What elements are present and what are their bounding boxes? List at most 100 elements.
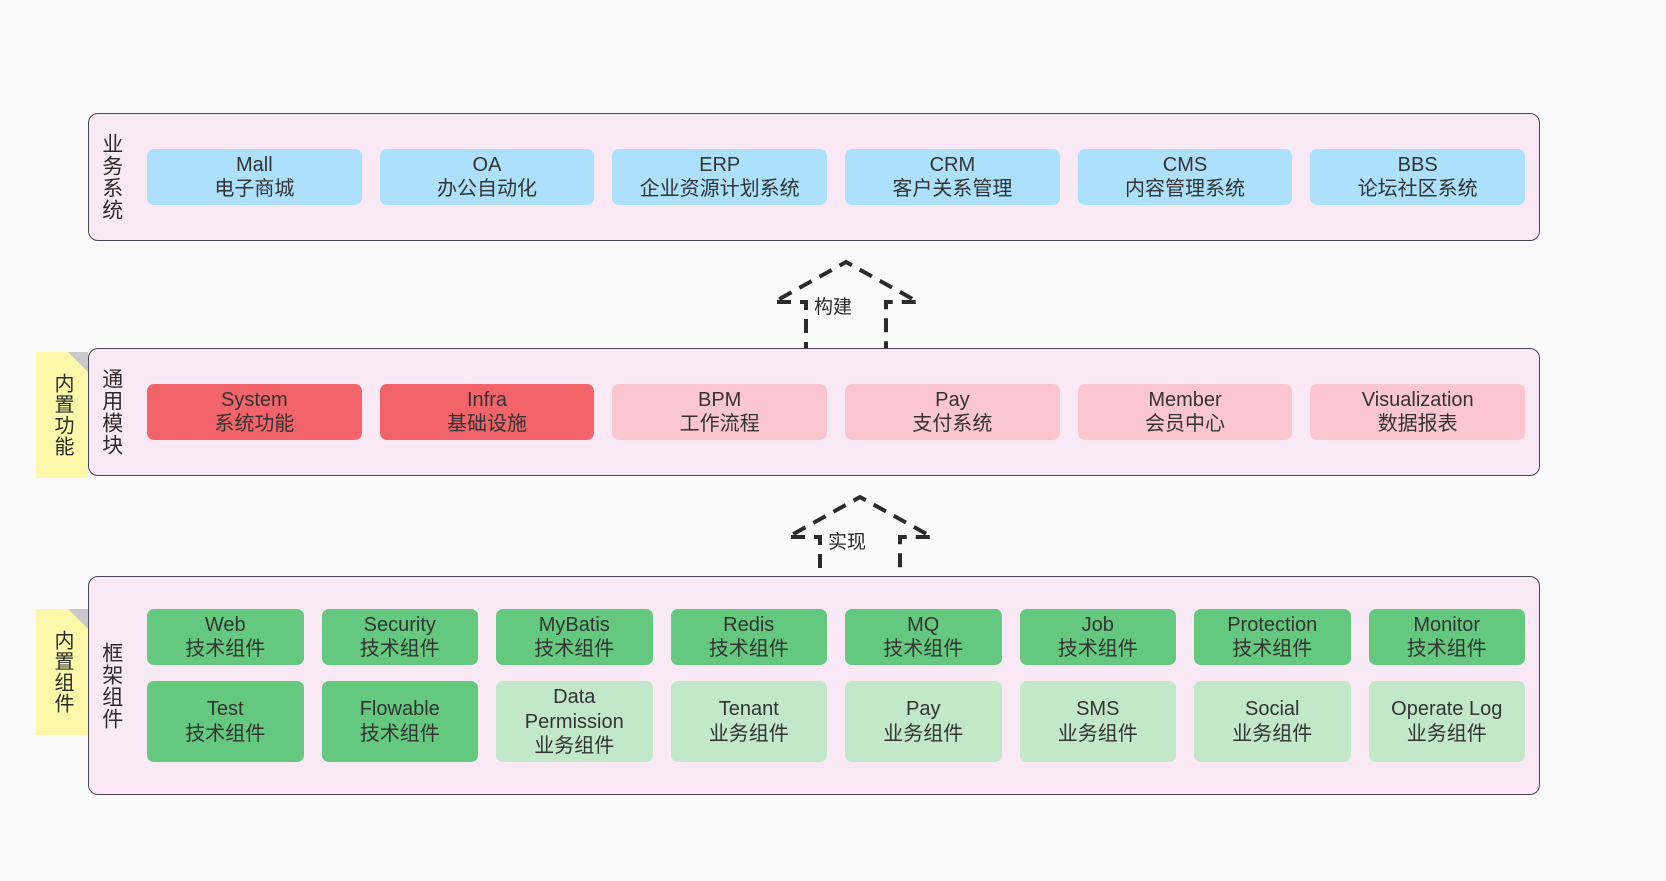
module-card-title: BBS [1397,153,1438,176]
layer-framework-row-technical: Web 技术组件 Security 技术组件 MyBatis 技术组件 Redi… [147,608,1525,666]
module-card-title: Visualization [1361,388,1474,411]
module-card-subtitle: 业务组件 [1406,722,1487,745]
module-card-mq[interactable]: MQ 技术组件 [845,608,1002,666]
module-card-subtitle: 技术组件 [359,637,440,660]
module-card-subtitle: 业务组件 [534,735,615,758]
module-card-subtitle: 论坛社区系统 [1357,178,1478,200]
module-card-title: Operate Log [1391,698,1503,721]
layer-framework-row-business: Test 技术组件 Flowable 技术组件 Data Permission … [147,681,1525,763]
module-card-redis[interactable]: Redis 技术组件 [670,608,827,666]
module-card-crm[interactable]: CRM 客户关系管理 [845,148,1060,206]
module-card-cms[interactable]: CMS 内容管理系统 [1077,148,1293,206]
module-card-title: Tenant [718,698,779,721]
module-card-monitor[interactable]: Monitor 技术组件 [1368,608,1525,666]
module-card-erp[interactable]: ERP 企业资源计划系统 [612,148,828,206]
layer-common-modules: 通用模块 System 系统功能 Infra 基础设施 BPM 工作流程 Pay… [88,348,1540,476]
module-card-title: Social [1245,698,1300,721]
module-card-title: CRM [929,153,976,176]
module-card-social[interactable]: Social 业务组件 [1194,681,1351,763]
note-builtin-features-text: 内置功能 [51,373,73,457]
module-card-security[interactable]: Security 技术组件 [321,608,478,666]
layer-common-modules-body: System 系统功能 Infra 基础设施 BPM 工作流程 Pay 支付系统… [133,349,1539,475]
layer-business-body: Mall 电子商城 OA 办公自动化 ERP 企业资源计划系统 CRM 客户关系… [133,114,1539,240]
layer-business: 业务系统 Mall 电子商城 OA 办公自动化 ERP 企业资源计划系统 CRM… [88,113,1540,241]
module-card-subtitle: 数据报表 [1377,413,1458,435]
module-card-title: Security [363,613,436,636]
module-card-data-permission[interactable]: Data Permission 业务组件 [496,681,653,763]
module-card-title: Infra [466,388,508,411]
module-card-system[interactable]: System 系统功能 [147,383,362,441]
connector-build: 构建 [756,256,936,356]
layer-business-row: Mall 电子商城 OA 办公自动化 ERP 企业资源计划系统 CRM 客户关系… [147,148,1526,206]
module-card-pay-business[interactable]: Pay 业务组件 [845,681,1002,763]
connector-implement: 实现 [770,491,950,591]
module-card-subtitle: 技术组件 [1057,637,1138,660]
build-arrow-shape [766,259,926,356]
module-card-title: CMS [1162,153,1208,176]
module-card-title: Redis [723,613,775,636]
module-card-subtitle: 办公自动化 [437,178,537,200]
module-card-oa[interactable]: OA 办公自动化 [379,148,595,206]
module-card-subtitle: 技术组件 [534,637,615,660]
module-card-title: Monitor [1413,613,1481,636]
module-card-subtitle: 企业资源计划系统 [639,178,800,200]
module-card-subtitle: 基础设施 [447,413,527,435]
layer-common-modules-label: 通用模块 [99,368,123,456]
module-card-pay[interactable]: Pay 支付系统 [845,383,1060,441]
module-card-protection[interactable]: Protection 技术组件 [1194,608,1351,666]
note-builtin-components-text: 内置组件 [51,630,73,714]
connector-implement-label: 实现 [826,527,869,554]
module-card-title: MQ [907,613,940,636]
module-card-title: System [220,388,288,411]
connector-build-label: 构建 [812,292,855,319]
module-card-title: ERP [699,153,741,176]
module-card-subtitle: 业务组件 [883,722,964,745]
module-card-title: Flowable [359,698,440,721]
module-card-subtitle: 支付系统 [912,413,993,435]
module-card-title: Mall [236,153,273,176]
module-card-subtitle: 电子商城 [214,178,295,200]
module-card-tenant[interactable]: Tenant 业务组件 [670,681,827,763]
module-card-title: SMS [1076,698,1120,721]
module-card-title: Pay [935,388,970,411]
module-card-subtitle: 技术组件 [883,637,964,660]
module-card-flowable[interactable]: Flowable 技术组件 [321,681,478,763]
layer-framework-components-label: 框架组件 [99,641,123,730]
module-card-bbs[interactable]: BBS 论坛社区系统 [1310,148,1526,206]
module-card-test[interactable]: Test 技术组件 [147,681,304,763]
note-builtin-components: 内置组件 [36,609,88,735]
implement-arrow-shape [780,494,940,591]
module-card-subtitle: 技术组件 [1406,637,1487,660]
module-card-mybatis[interactable]: MyBatis 技术组件 [496,608,653,666]
layer-framework-components: 框架组件 Web 技术组件 Security 技术组件 MyBatis 技术组件… [88,576,1540,795]
module-card-title: Web [204,613,246,636]
module-card-subtitle: 技术组件 [708,637,789,660]
layer-business-label: 业务系统 [99,133,123,221]
module-card-web[interactable]: Web 技术组件 [147,608,304,666]
module-card-subtitle: 内容管理系统 [1125,178,1246,200]
module-card-title: Test [206,698,244,721]
module-card-subtitle: 技术组件 [185,637,266,660]
module-card-member[interactable]: Member 会员中心 [1077,383,1293,441]
module-card-subtitle: 业务组件 [1232,722,1313,745]
layer-framework-components-body: Web 技术组件 Security 技术组件 MyBatis 技术组件 Redi… [133,577,1539,794]
module-card-subtitle: 客户关系管理 [892,178,1013,200]
module-card-sms[interactable]: SMS 业务组件 [1019,681,1176,763]
module-card-visualization[interactable]: Visualization 数据报表 [1310,383,1526,441]
module-card-title: Protection [1227,613,1318,636]
module-card-subtitle: 业务组件 [1057,722,1138,745]
module-card-mall[interactable]: Mall 电子商城 [147,148,362,206]
module-card-operate-log[interactable]: Operate Log 业务组件 [1368,681,1525,763]
module-card-subtitle: 技术组件 [1232,637,1313,660]
module-card-infra[interactable]: Infra 基础设施 [379,383,595,441]
module-card-subtitle: 会员中心 [1145,413,1226,435]
layer-common-modules-row: System 系统功能 Infra 基础设施 BPM 工作流程 Pay 支付系统… [147,383,1526,441]
module-card-job[interactable]: Job 技术组件 [1019,608,1176,666]
module-card-subtitle: 业务组件 [708,722,789,745]
module-card-title: Pay [906,698,941,721]
module-card-title: OA [472,153,502,176]
module-card-subtitle: 系统功能 [214,413,295,435]
module-card-bpm[interactable]: BPM 工作流程 [612,383,828,441]
module-card-subtitle: 技术组件 [185,722,266,745]
